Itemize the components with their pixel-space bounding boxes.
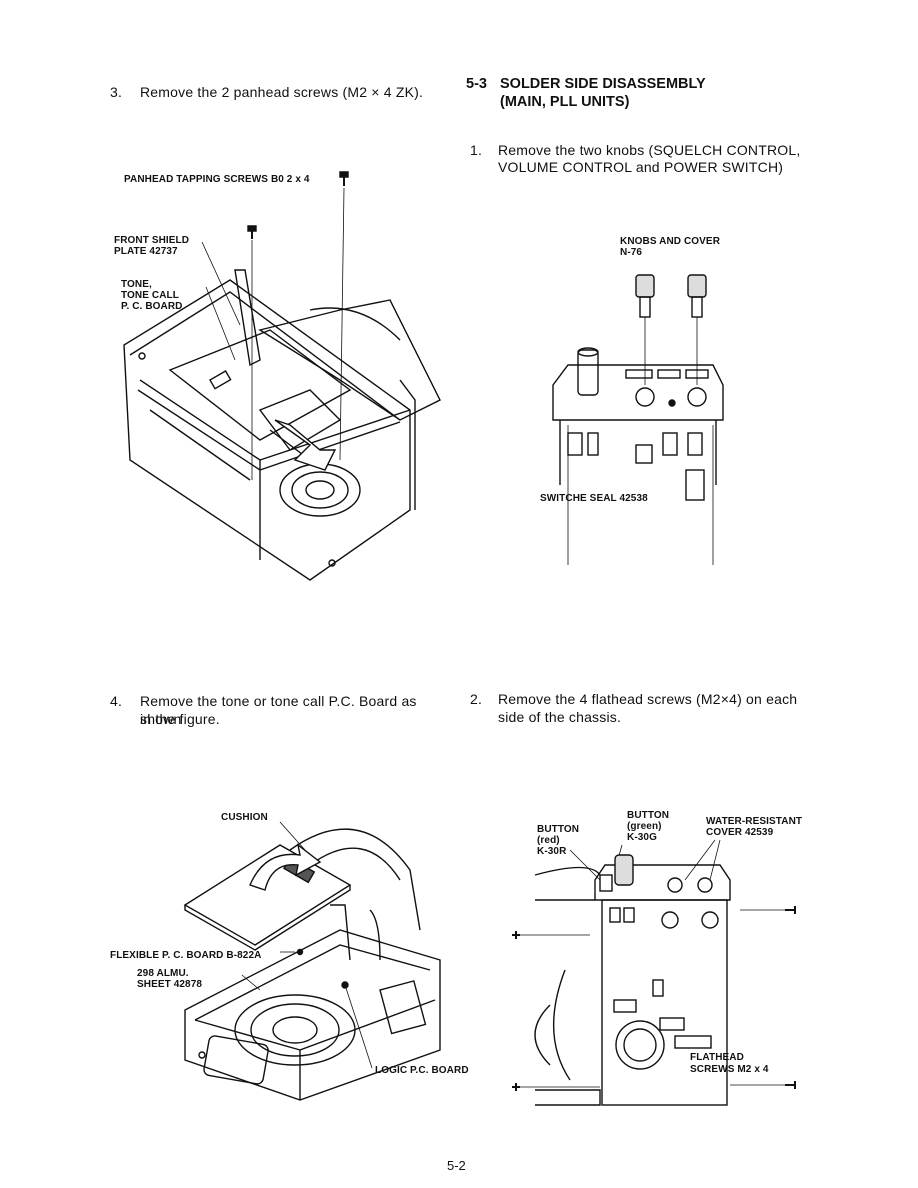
switch-seal-label: SWITCHE SEAL 42538 [540, 493, 648, 504]
flathead-screw-removal-illustration [512, 839, 796, 1106]
knobs-cover-label-2: N-76 [620, 247, 643, 258]
screw-icon [339, 171, 349, 186]
flathead-screws-label-2: SCREWS M2 x 4 [690, 1064, 769, 1075]
button-green-label-1: BUTTON [627, 810, 670, 821]
button-green-label-2: (green) [627, 821, 662, 832]
flathead-screw-icon [512, 931, 590, 939]
tone-label-2: TONE CALL [121, 290, 179, 301]
knob-icon [635, 274, 655, 318]
button-red-label-3: K-30R [537, 846, 567, 857]
step-4: 4. Remove the tone or tone call P.C. Boa… [110, 692, 460, 728]
step-number: 2. [470, 691, 483, 707]
flathead-screw-icon [512, 1083, 600, 1091]
front-shield-label-1: FRONT SHIELD [114, 235, 190, 246]
step-text-line2: VOLUME CONTROL and POWER SWITCH) [498, 159, 784, 175]
chassis-screw-removal-illustration [123, 171, 441, 581]
step-text-line2: in the figure. [140, 711, 220, 727]
flathead-screw-icon [740, 906, 796, 914]
water-resistant-label-2: COVER 42539 [706, 827, 774, 838]
tone-label-1: TONE, [121, 279, 152, 290]
tone-label-3: P. C. BOARD [121, 301, 183, 312]
section-title-line1: SOLDER SIDE DISASSEMBLY [500, 76, 706, 92]
section-number: 5-3 [466, 76, 487, 92]
step-text: Remove the 2 panhead screws (M2 × 4 ZK). [140, 84, 424, 100]
water-resistant-label-1: WATER-RESISTANT [706, 816, 803, 827]
section-title-line2: (MAIN, PLL UNITS) [500, 94, 630, 110]
flathead-screw-icon [730, 1081, 796, 1089]
flexible-board-label: FLEXIBLE P. C. BOARD B-822A [110, 950, 262, 961]
step-text-line1: Remove the tone or tone call P.C. Board … [140, 693, 417, 727]
screw-icon [247, 225, 257, 239]
knobs-cover-label-1: KNOBS AND COVER [620, 236, 721, 247]
step-2: 2. Remove the 4 flathead screws (M2×4) o… [470, 690, 820, 726]
step-number: 3. [110, 84, 123, 100]
almu-sheet-label-1: 298 ALMU. [137, 968, 189, 979]
flathead-screws-label-1: FLATHEAD [690, 1052, 744, 1063]
step-number: 4. [110, 693, 123, 709]
tone-board-removal-illustration [183, 821, 441, 1101]
button-red-label-2: (red) [537, 835, 560, 846]
step-number: 1. [470, 142, 483, 158]
step-1: 1. Remove the two knobs (SQUELCH CONTROL… [470, 141, 830, 177]
button-green-label-3: K-30G [627, 832, 657, 843]
step-text-line1: Remove the 4 flathead screws (M2×4) on e… [498, 691, 798, 707]
knob-icon [687, 274, 707, 318]
step-text-line2: side of the chassis. [498, 709, 622, 725]
step-text-line1: Remove the two knobs (SQUELCH CONTROL, [498, 142, 801, 158]
page-number: 5-2 [447, 1158, 466, 1173]
front-shield-label-2: PLATE 42737 [114, 246, 178, 257]
step-3: 3. Remove the 2 panhead screws (M2 × 4 Z… [110, 83, 440, 101]
button-red-label-1: BUTTON [537, 824, 580, 835]
panhead-screws-label: PANHEAD TAPPING SCREWS B0 2 x 4 [124, 174, 310, 185]
logic-board-label: LOGIC P.C. BOARD [375, 1065, 469, 1076]
almu-sheet-label-2: SHEET 42878 [137, 979, 203, 990]
knob-removal-illustration [552, 274, 724, 565]
cushion-label: CUSHION [221, 812, 268, 823]
